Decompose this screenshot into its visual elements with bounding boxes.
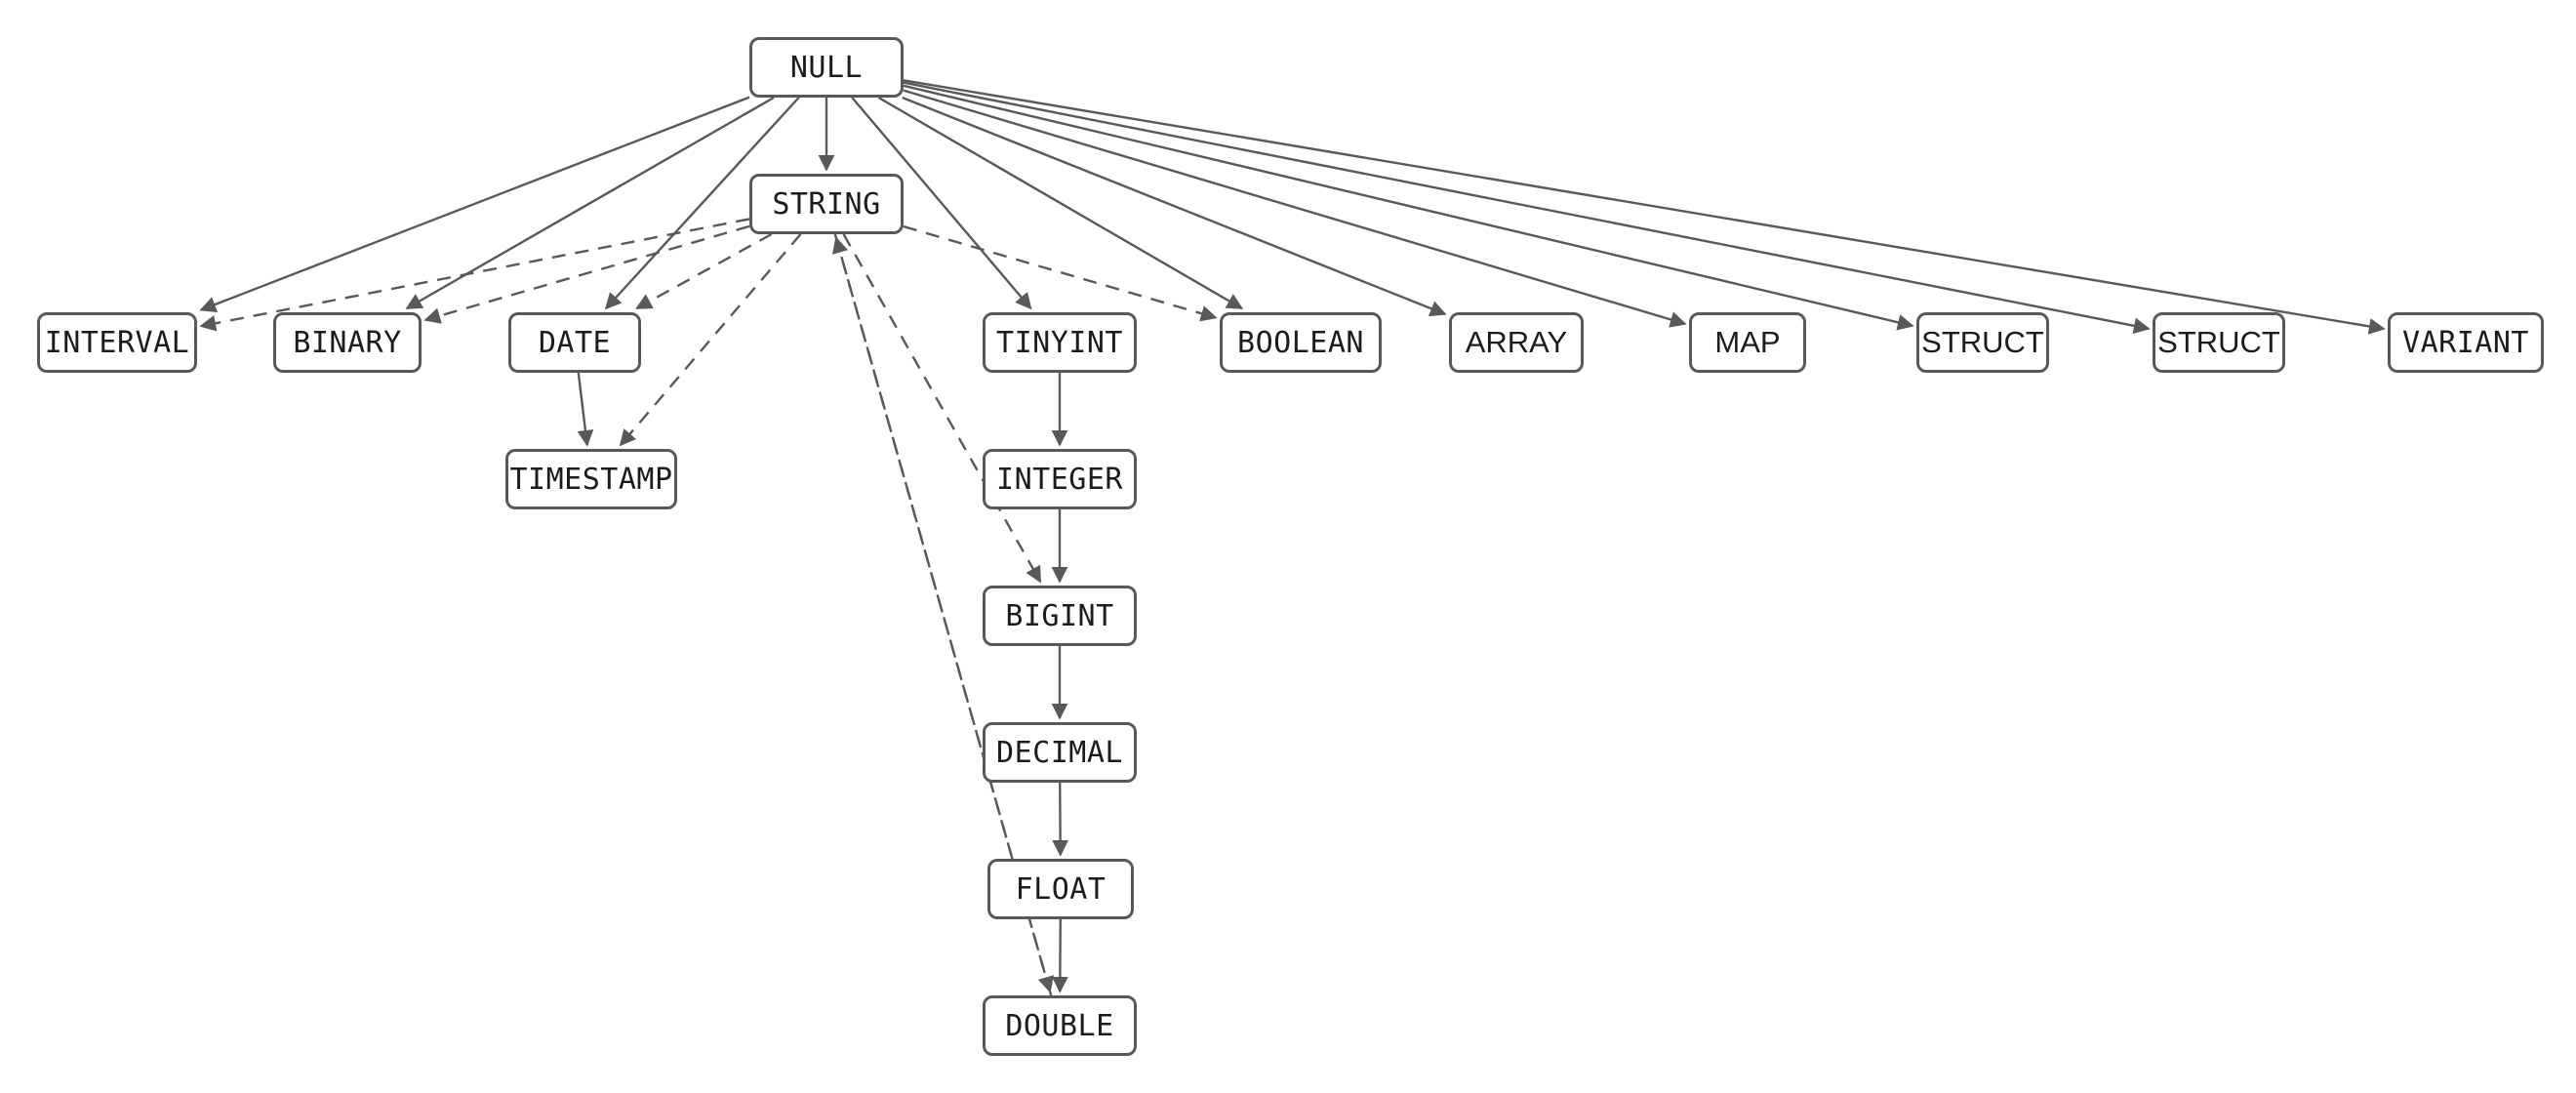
- edge-null-to-variant: [903, 79, 2386, 335]
- node-float[interactable]: FLOAT: [987, 859, 1134, 919]
- node-bigint[interactable]: BIGINT: [983, 586, 1137, 646]
- edge-null-to-date: [604, 97, 800, 310]
- edge-string-to-interval: [199, 218, 750, 332]
- node-label: TIMESTAMP: [509, 462, 673, 497]
- edge-string-to-binary: [423, 224, 750, 324]
- node-label: STRUCT: [2157, 325, 2280, 359]
- node-boolean[interactable]: BOOLEAN: [1220, 312, 1382, 373]
- node-label: DECIMAL: [996, 735, 1123, 770]
- edge-string-to-bigint: [842, 233, 1042, 584]
- node-date[interactable]: DATE: [508, 312, 641, 373]
- node-array[interactable]: ARRAY: [1449, 312, 1584, 373]
- edge-null-to-struct2: [903, 81, 2151, 335]
- node-label: BOOLEAN: [1237, 325, 1364, 360]
- node-timestamp[interactable]: TIMESTAMP: [505, 449, 677, 509]
- node-label: MAP: [1714, 325, 1781, 359]
- node-string[interactable]: STRING: [749, 174, 904, 234]
- node-label: INTEGER: [996, 462, 1123, 497]
- node-struct1[interactable]: STRUCT: [1916, 312, 2049, 373]
- node-tinyint[interactable]: TINYINT: [983, 312, 1137, 373]
- node-label: ARRAY: [1465, 325, 1568, 359]
- edge-float-to-double: [1051, 918, 1068, 993]
- node-label: DOUBLE: [1005, 1008, 1114, 1043]
- node-integer[interactable]: INTEGER: [983, 449, 1137, 509]
- node-double[interactable]: DOUBLE: [983, 995, 1137, 1056]
- node-label: INTERVAL: [44, 325, 190, 360]
- node-label: STRING: [772, 186, 881, 222]
- node-null[interactable]: NULL: [749, 37, 904, 98]
- edge-null-to-binary: [405, 96, 775, 310]
- edge-string-to-date: [635, 232, 773, 310]
- node-label: BINARY: [293, 325, 402, 360]
- edge-decimal-to-float: [1052, 782, 1069, 857]
- node-struct2[interactable]: STRUCT: [2153, 312, 2285, 373]
- node-label: BIGINT: [1005, 598, 1114, 633]
- node-label: FLOAT: [1015, 871, 1107, 907]
- node-label: DATE: [538, 325, 612, 360]
- edge-string-to-boolean: [903, 224, 1218, 322]
- edge-string-to-timestamp: [619, 233, 802, 447]
- node-label: NULL: [789, 50, 864, 85]
- node-binary[interactable]: BINARY: [273, 312, 422, 373]
- edge-null-to-boolean: [877, 96, 1244, 310]
- edge-null-to-tinyint: [851, 97, 1032, 310]
- edge-double-to-string: [831, 236, 1053, 996]
- edge-date-to-timestamp: [577, 372, 594, 447]
- node-label: VARIANT: [2402, 325, 2529, 360]
- node-label: TINYINT: [996, 325, 1123, 360]
- edge-null-to-map: [903, 89, 1687, 328]
- edge-null-to-interval: [199, 96, 750, 313]
- node-decimal[interactable]: DECIMAL: [983, 722, 1137, 783]
- node-label: STRUCT: [1921, 325, 2044, 359]
- node-map[interactable]: MAP: [1689, 312, 1806, 373]
- node-variant[interactable]: VARIANT: [2388, 312, 2544, 373]
- edge-null-to-struct1: [903, 84, 1914, 331]
- edge-null-to-array: [902, 96, 1447, 317]
- node-interval[interactable]: INTERVAL: [37, 312, 197, 373]
